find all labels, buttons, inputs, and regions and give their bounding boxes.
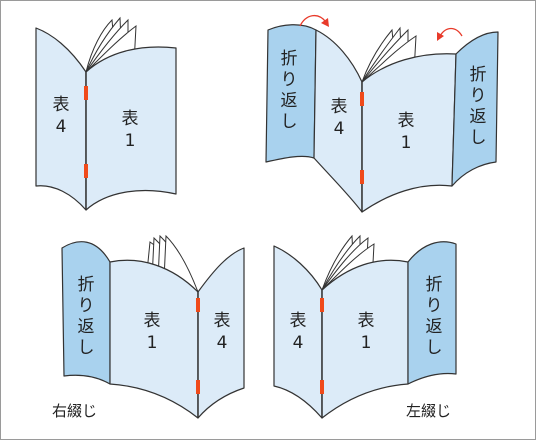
right-flap-char: り <box>470 86 487 106</box>
left-flap-char: し <box>281 112 298 132</box>
book-basic: 表 4 表 1 <box>35 16 177 211</box>
back-cover-number: 4 <box>334 119 345 139</box>
back-cover <box>197 247 245 419</box>
front-cover-number: 1 <box>125 131 136 151</box>
left-flap-char: り <box>281 70 298 90</box>
right-flap-char: し <box>470 128 487 148</box>
front-cover-label: 表 <box>358 311 375 331</box>
front-cover-label: 表 <box>398 111 415 131</box>
right-flap-char: 返 <box>426 317 443 337</box>
back-cover <box>273 245 323 419</box>
right-flap-char: 折 <box>470 65 487 85</box>
book-with-flaps: 折 り 返 し 表 4 表 1 折 り 返 し <box>265 15 499 213</box>
front-cover-label: 表 <box>122 109 139 129</box>
right-flap <box>407 241 457 385</box>
back-cover-label: 表 <box>53 95 70 115</box>
back-cover-number: 4 <box>217 333 228 353</box>
left-flap-char: し <box>78 338 95 358</box>
back-cover-label: 表 <box>290 311 307 331</box>
right-flap-char: し <box>426 338 443 358</box>
left-flap-char: り <box>78 296 95 316</box>
back-cover-label: 表 <box>331 97 348 117</box>
front-cover-number: 1 <box>147 333 158 353</box>
right-flap <box>451 31 499 187</box>
binding-caption: 右綴じ <box>52 402 97 420</box>
back-cover-number: 4 <box>56 117 67 137</box>
front-cover-label: 表 <box>144 311 161 331</box>
right-flap-char: 折 <box>426 275 443 295</box>
left-flap-char: 返 <box>78 317 95 337</box>
binding-caption: 左綴じ <box>406 402 451 420</box>
front-cover <box>85 46 177 211</box>
book-left-binding: 表 4 表 1 折 り 返 し 左綴じ <box>273 234 457 420</box>
rotate-arrow-icon <box>437 27 463 41</box>
rotate-arrow-icon <box>299 15 329 27</box>
back-cover-label: 表 <box>214 311 231 331</box>
front-cover-number: 1 <box>401 133 412 153</box>
back-cover-number: 4 <box>293 333 304 353</box>
left-flap-char: 返 <box>281 91 298 111</box>
left-flap-char: 折 <box>78 275 95 295</box>
book-right-binding: 折 り 返 し 表 1 表 4 右綴じ <box>52 234 245 420</box>
front-cover-number: 1 <box>361 333 372 353</box>
back-cover <box>35 27 87 211</box>
right-flap-char: り <box>426 296 443 316</box>
left-flap-char: 折 <box>281 49 298 69</box>
right-flap-char: 返 <box>470 107 487 127</box>
